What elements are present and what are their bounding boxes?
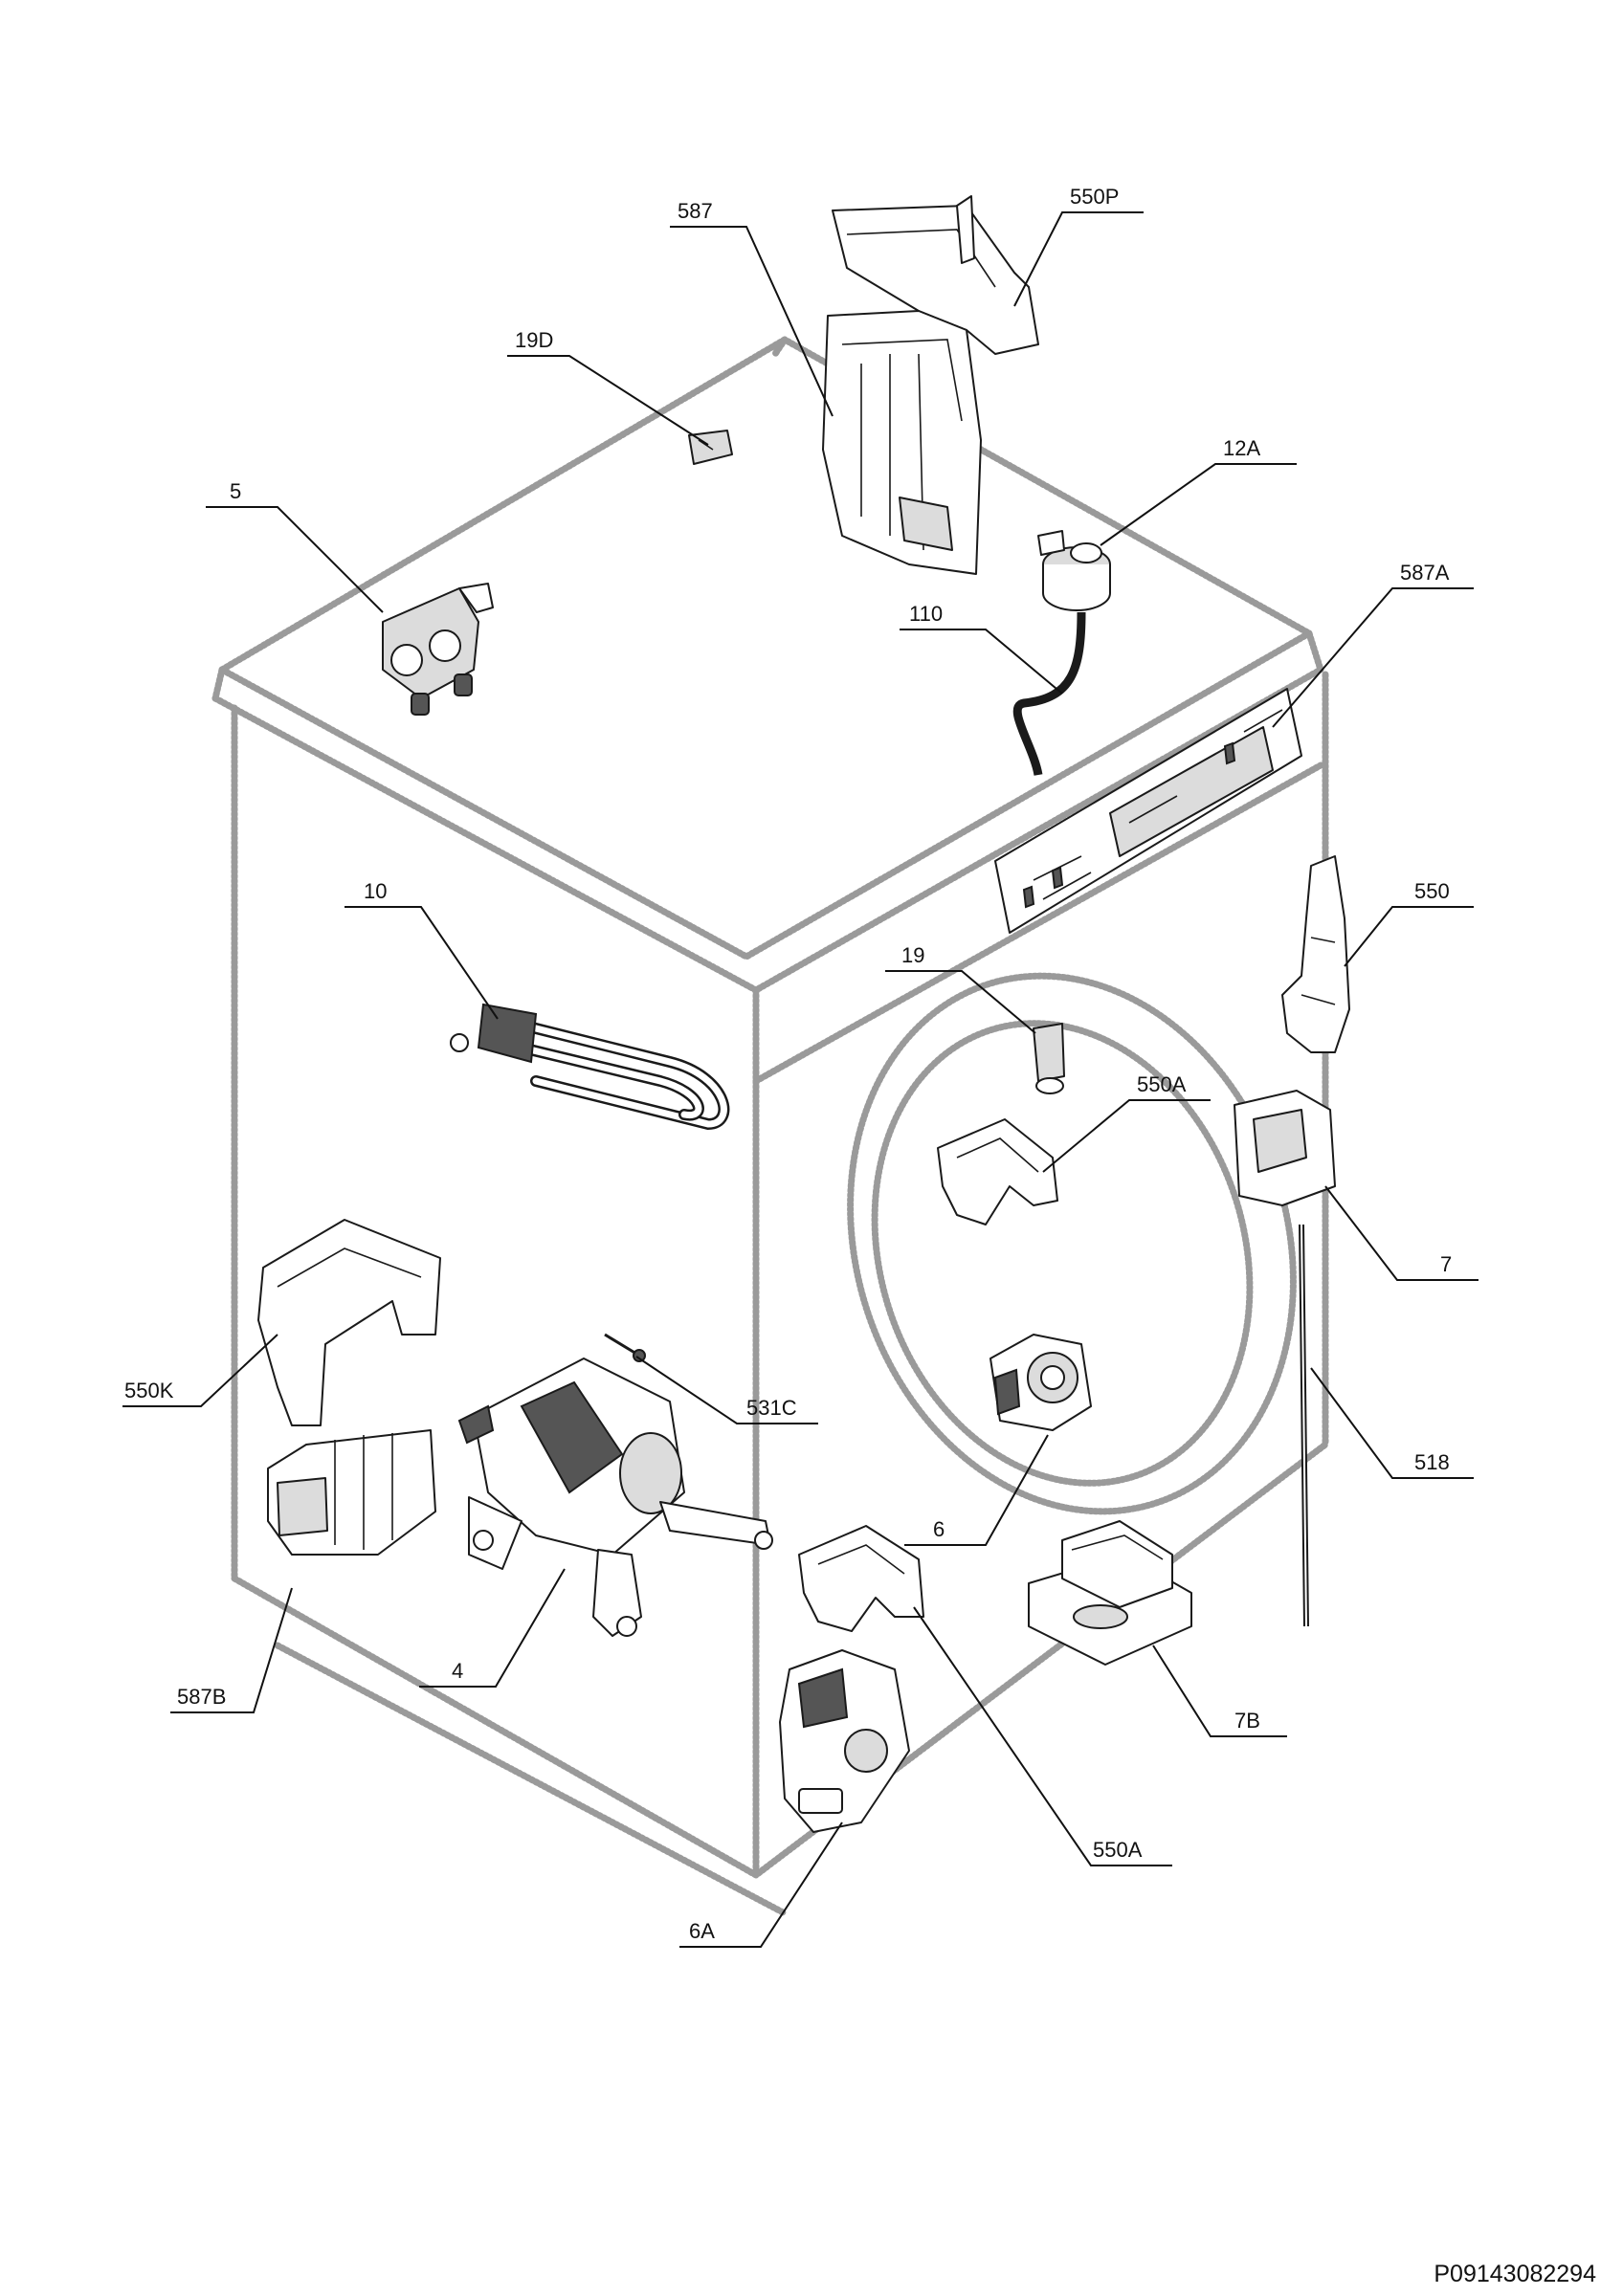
part-7B-switch bbox=[1028, 1520, 1192, 1666]
callout-110: 110 bbox=[909, 602, 943, 626]
part-19-sensor bbox=[1033, 1023, 1065, 1094]
callout-5: 5 bbox=[230, 479, 241, 503]
callout-550P: 550P bbox=[1070, 185, 1119, 209]
callout-550: 550 bbox=[1414, 879, 1450, 903]
callout-587B: 587B bbox=[177, 1685, 226, 1709]
callout-550A-top: 550A bbox=[1137, 1072, 1187, 1096]
part-110-hose bbox=[1012, 611, 1086, 776]
callout-550A-bottom: 550A bbox=[1093, 1838, 1143, 1862]
callout-587A: 587A bbox=[1400, 561, 1450, 585]
part-550P-cover bbox=[832, 195, 1039, 355]
callout-7: 7 bbox=[1440, 1252, 1452, 1276]
callout-531C: 531C bbox=[746, 1396, 797, 1420]
callout-550K: 550K bbox=[124, 1379, 174, 1402]
callout-19: 19 bbox=[901, 943, 924, 967]
part-550A-top-cover bbox=[937, 1118, 1058, 1225]
part-6A-drain-pump bbox=[779, 1649, 910, 1833]
callout-7B: 7B bbox=[1234, 1709, 1260, 1733]
part-550K-cover bbox=[257, 1219, 441, 1426]
part-6-drain-pump bbox=[989, 1334, 1092, 1431]
diagram-reference-code: P09143082294 bbox=[1434, 2261, 1596, 2287]
callout-6: 6 bbox=[933, 1517, 945, 1541]
callout-19D: 19D bbox=[515, 328, 553, 352]
callout-518: 518 bbox=[1414, 1450, 1450, 1474]
part-587-main-board bbox=[822, 310, 982, 575]
callout-587: 587 bbox=[678, 199, 713, 223]
part-587A-display-board bbox=[994, 688, 1302, 934]
part-4-motor bbox=[457, 1358, 773, 1637]
part-7-door-lock bbox=[1234, 1090, 1336, 1206]
part-518-cable bbox=[1299, 1224, 1309, 1627]
part-19D-clip bbox=[688, 430, 733, 465]
part-5-inlet-valve bbox=[382, 583, 494, 716]
callout-10: 10 bbox=[364, 879, 387, 903]
part-12A-pressure-switch bbox=[1037, 530, 1111, 611]
part-587B-motor-board bbox=[267, 1429, 436, 1556]
part-550A-bottom-cover bbox=[798, 1525, 924, 1632]
callout-12A: 12A bbox=[1223, 436, 1260, 460]
part-10-heater bbox=[450, 1003, 730, 1131]
callout-4: 4 bbox=[452, 1659, 463, 1683]
cabinet-outline bbox=[211, 336, 1329, 1917]
leader-lines bbox=[122, 211, 1478, 1948]
callout-6A: 6A bbox=[689, 1919, 715, 1943]
part-550-lock-housing bbox=[1281, 855, 1350, 1053]
callout-labels: 587 550P 19D 12A 5 110 587A 10 550 19 55… bbox=[124, 185, 1452, 1943]
part-531C-screw bbox=[604, 1333, 646, 1362]
